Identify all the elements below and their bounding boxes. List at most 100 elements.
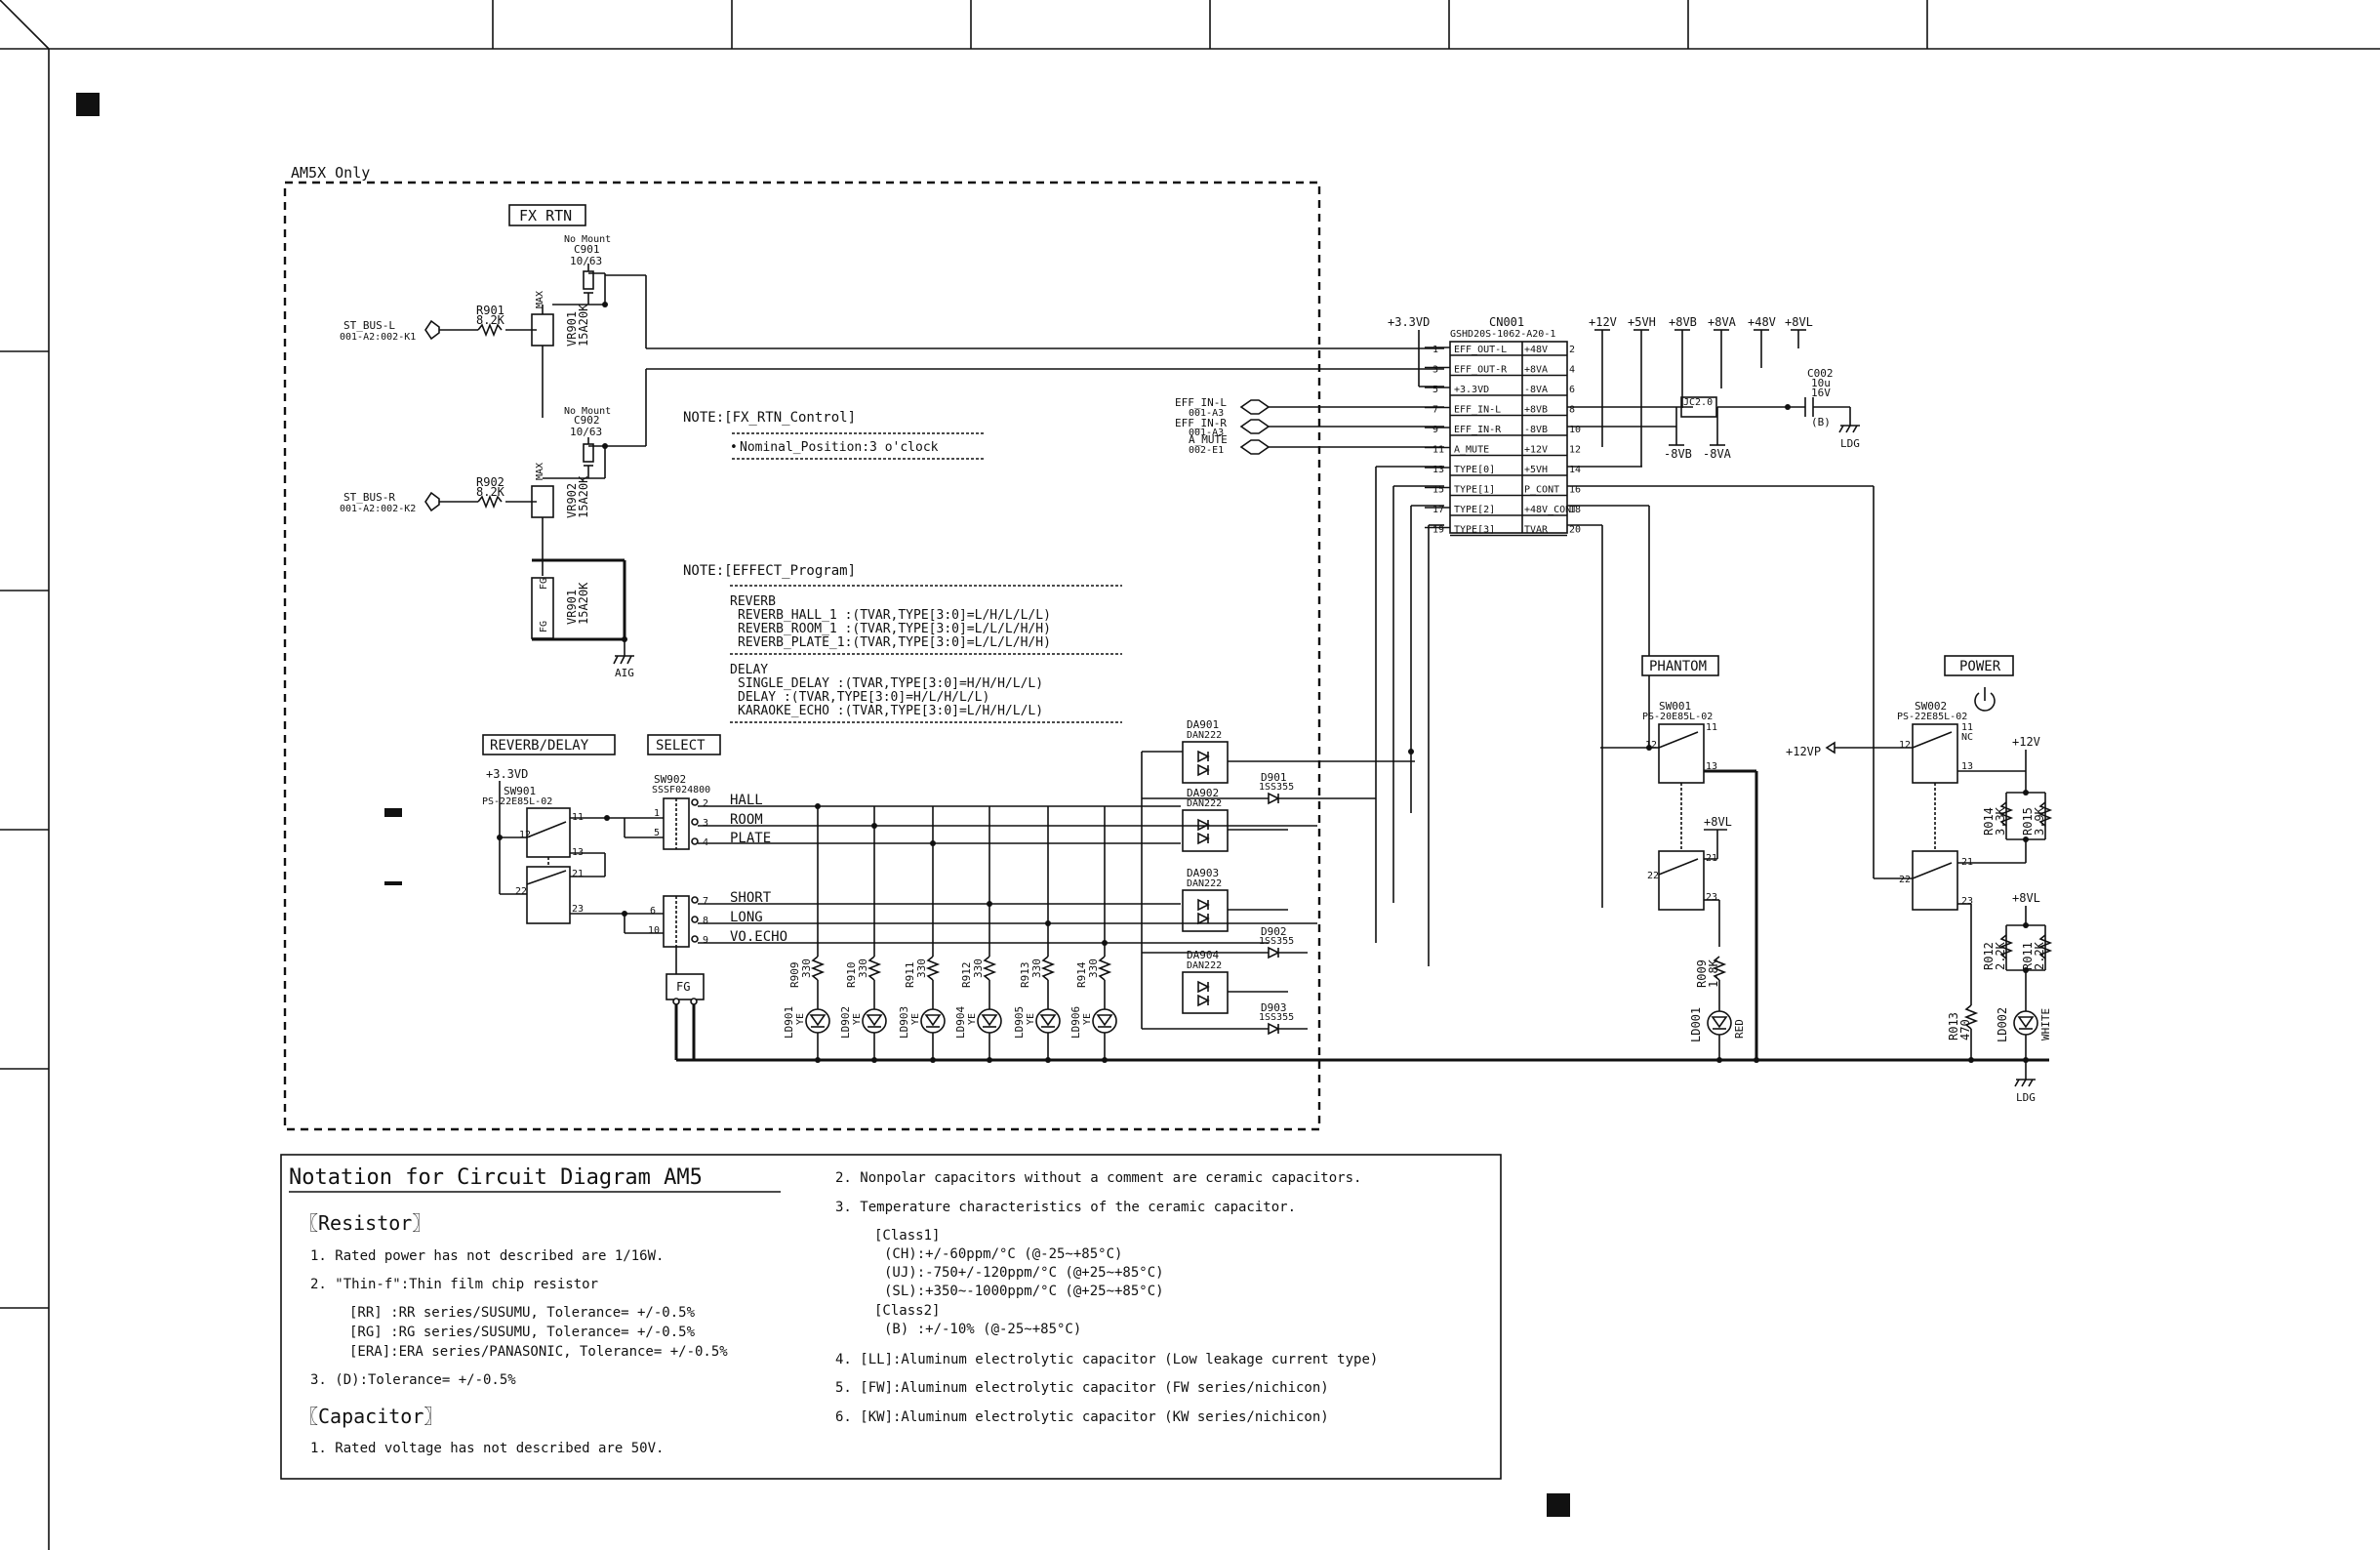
rail-label: +48V [1748,315,1776,329]
cn001-pin-number: 2 [1569,345,1575,355]
led-resistor-value: 330 [972,959,985,978]
capacitor-note-4: 4. [LL]:Aluminum electrolytic capacitor … [835,1352,1378,1367]
class2-label: [Class2] [874,1303,940,1319]
capacitor-note-6: 6. [KW]:Aluminum electrolytic capacitor … [835,1409,1329,1425]
led-resistor-ref: R911 [904,962,916,989]
led-color: YE [967,1013,978,1025]
cn001-supply-label: +3.3VD [1388,315,1430,329]
pin-22: 22 [1647,871,1659,881]
position-hall: HALL [730,793,763,808]
rail-label: +8VB [1669,315,1697,329]
sw002-part: PS-22E85L-02 [1897,712,1967,722]
da904-part: DAN222 [1187,960,1222,971]
rail-label: +8VL [1785,315,1813,329]
led-resistor-ref: R913 [1019,962,1031,989]
a-mute-ref: 002-E1 [1189,445,1224,456]
rail-label: +8VA [1708,315,1737,329]
position-room: ROOM [730,812,763,828]
rail-label: +12V [1589,315,1617,329]
select-label: SELECT [656,738,706,754]
cn001-pin-name: EFF_IN-R [1454,425,1502,435]
resistor-note-2a: [RR] :RR series/SUSUMU, Tolerance= +/-0.… [349,1305,696,1321]
resistor-note-2: 2. "Thin-f":Thin film chip resistor [310,1277,598,1292]
pin-12: 12 [1645,740,1657,751]
cn001-pin-number: 3 [1432,365,1438,376]
pin-6: 6 [650,906,656,917]
vr901-max: MAX [535,291,545,308]
r009-value: 1.8K [1707,959,1720,988]
sw901-part: PS-22E85L-02 [482,796,552,807]
cn001-pin-number: 4 [1569,365,1575,376]
sw001-8vl: +8VL [1704,815,1732,829]
vr903-fg-top: FG [539,578,549,590]
r013-ref: R013 [1947,1012,1960,1040]
pin-23: 23 [1961,896,1973,907]
control-wiring [1375,466,1913,966]
cn001-pin-name: +5VH [1524,465,1548,475]
c002-ref: C002 [1807,367,1834,380]
pin-12: 12 [1899,740,1911,751]
led-ref: LD902 [839,1006,852,1039]
cn001-pin-name: TVAR [1524,525,1549,536]
vr902-max: MAX [535,463,545,480]
cn001-pin-number: 5 [1432,385,1438,395]
cn001-pin-name: -8VB [1524,425,1548,435]
cn001-ref: CN001 [1489,315,1524,329]
cn001-pin-number: 1 [1432,345,1438,355]
pin-2: 2 [703,798,708,809]
c901-value: 10/63 [570,255,602,267]
led-ref: LD903 [898,1006,910,1039]
switch-marker [384,881,402,885]
pin-21: 21 [572,869,584,879]
sw901-ref: SW901 [504,785,536,797]
cn001-pin-name: +8VA [1524,365,1548,376]
region-label: AM5X Only [291,164,370,182]
power-label: POWER [1959,659,2001,674]
delay-line-2: DELAY :(TVAR,TYPE[3:0]=H/L/H/L/L) [738,690,989,705]
d902-ref: D902 [1261,925,1287,938]
cn001-pin-name: A_MUTE [1454,445,1489,456]
resistor-note-3: 3. (D):Tolerance= +/-0.5% [310,1372,516,1388]
vr903-ref: VR901 [565,590,579,625]
cn001-pin-name: +12V [1524,445,1548,456]
da901-part: DAN222 [1187,730,1222,741]
cn001-pin-number: 9 [1432,425,1438,435]
da903-ref: DA903 [1187,867,1219,879]
c901-mount: No Mount [564,234,611,245]
delay-header: DELAY [730,663,768,677]
cn001-pin-name: +8VB [1524,405,1548,416]
d901-ref: D901 [1261,771,1287,784]
ld001-color: RED [1733,1019,1746,1039]
r902-ref: R902 [476,475,504,489]
sw002-nc: NC [1961,732,1973,743]
fx-note-body: Nominal_Position:3 o'clock [740,440,939,455]
notation-title: Notation for Circuit Diagram AM5 [289,1165,703,1190]
st-bus-l-net: ST_BUS-L [343,319,395,332]
capacitor-note-1: 1. Rated voltage has not described are 5… [310,1441,664,1456]
cn001-part: GSHD20S-1062-A20-1 [1450,329,1555,340]
delay-line-3: KARAOKE_ECHO :(TVAR,TYPE[3:0]=L/H/H/L/L) [738,704,1043,718]
led-resistor-value: 330 [1087,959,1100,978]
eff-in-l-net: EFF_IN-L [1175,396,1227,409]
position-long: LONG [730,910,763,925]
pin-23: 23 [1706,892,1717,903]
eff-in-l-ref: 001-A3 [1189,408,1224,419]
power-icon [1974,687,1996,712]
led-color: YE [1026,1013,1036,1025]
pin-10: 10 [648,925,660,936]
cn001-pin-number: 19 [1432,525,1444,536]
pin-13: 13 [1706,761,1717,772]
reverb-line-1: REVERB_HALL_1 :(TVAR,TYPE[3:0]=L/H/L/L/L… [738,608,1051,623]
pin-9: 9 [703,935,708,946]
sw901-supply: +3.3VD [486,767,528,781]
cn001-pin-number: 13 [1432,465,1444,475]
sw001-ref: SW001 [1659,700,1691,713]
pin-8: 8 [703,916,708,926]
vr903-fg-bottom: FG [539,621,549,632]
ld002-ref: LD002 [1996,1007,2009,1042]
vr901-value: 15A20K [577,304,590,347]
pin-22: 22 [515,886,527,897]
